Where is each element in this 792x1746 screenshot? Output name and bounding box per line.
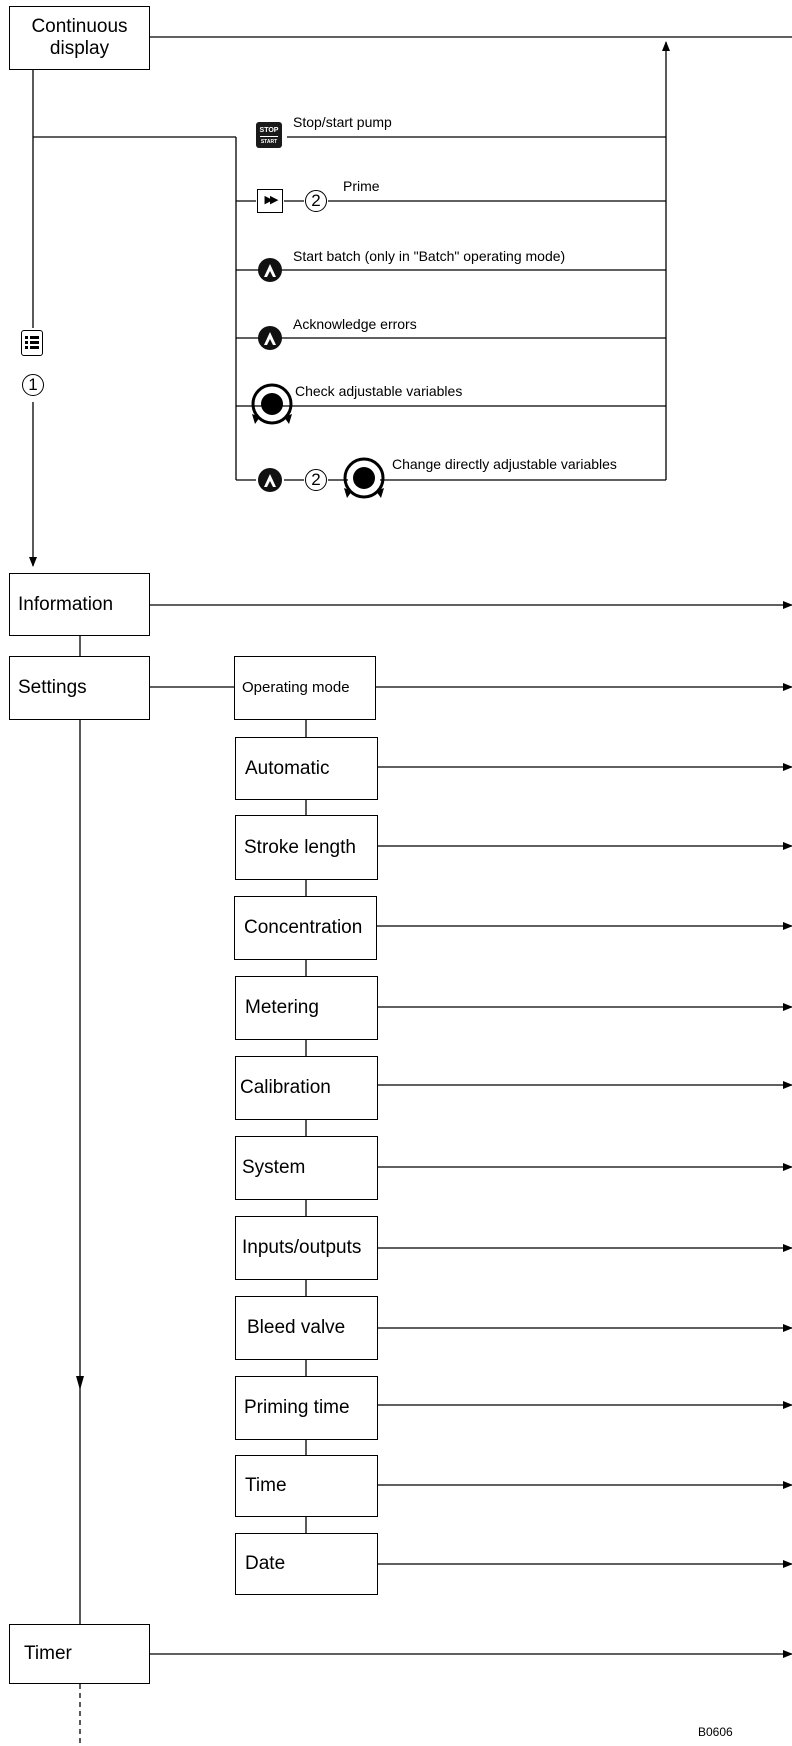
acknowledge-errors-label: Acknowledge errors — [293, 316, 417, 332]
settings-box: Settings — [9, 656, 150, 720]
change-variables-label: Change directly adjustable variables — [392, 456, 617, 472]
settings-item-stroke-length: Stroke length — [235, 815, 378, 880]
settings-item-inputs-outputs: Inputs/outputs — [235, 1216, 378, 1280]
stop-start-label: Stop/start pump — [293, 114, 392, 130]
arrow-up-key-icon — [258, 258, 282, 282]
step-2-circle: 2 — [305, 469, 327, 491]
settings-item-bleed-valve: Bleed valve — [235, 1296, 378, 1360]
settings-item-calibration: Calibration — [235, 1056, 378, 1120]
arrow-up-key-icon — [258, 468, 282, 492]
stop-start-key-icon: STOP START — [256, 122, 282, 148]
start-batch-label: Start batch (only in "Batch" operating m… — [293, 248, 566, 264]
step-1-circle: 1 — [22, 374, 44, 396]
prime-label: Prime — [343, 178, 380, 194]
settings-item-time: Time — [235, 1455, 378, 1517]
settings-item-metering: Metering — [235, 976, 378, 1040]
start-key-label: START — [260, 139, 278, 145]
arrow-up-key-icon — [258, 326, 282, 350]
settings-item-date: Date — [235, 1533, 378, 1595]
settings-item-automatic: Automatic — [235, 737, 378, 800]
information-box: Information — [9, 573, 150, 636]
fast-forward-key-icon: ▶▶ — [257, 189, 283, 213]
rotary-knob-icon — [251, 383, 293, 425]
menu-list-icon — [21, 330, 43, 356]
stop-key-label: STOP — [259, 127, 279, 134]
settings-item-system: System — [235, 1136, 378, 1200]
check-variables-label: Check adjustable variables — [295, 383, 463, 399]
settings-item-priming-time: Priming time — [235, 1376, 378, 1440]
figure-code: B0606 — [698, 1725, 733, 1739]
settings-item-operating-mode: Operating mode — [234, 656, 376, 720]
timer-box: Timer — [9, 1624, 150, 1684]
step-2-circle: 2 — [305, 190, 327, 212]
continuous-display-box: Continuous display — [9, 6, 150, 70]
settings-item-concentration: Concentration — [234, 896, 377, 960]
rotary-knob-icon — [343, 457, 385, 499]
